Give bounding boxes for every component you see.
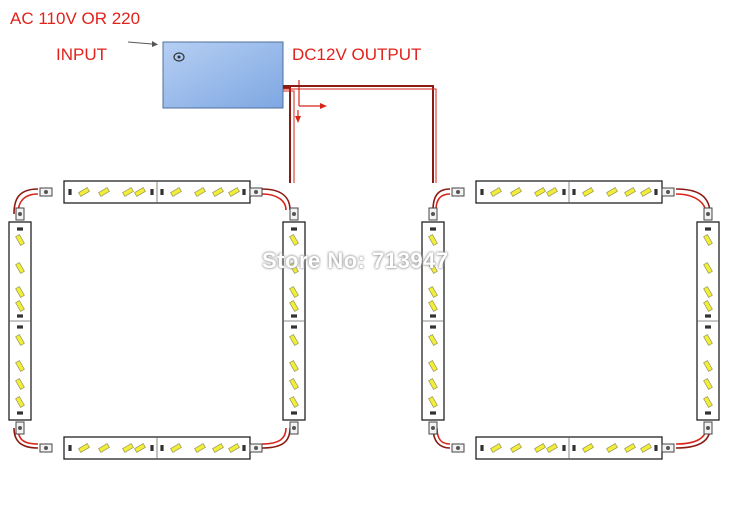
left-strip-loop <box>8 180 306 460</box>
strip-bottom-right <box>475 436 663 460</box>
ac-input-label: AC 110V OR 220 <box>10 9 141 28</box>
power-adapter <box>162 41 284 109</box>
strip-bottom-left <box>63 436 251 460</box>
input-label: INPUT <box>56 45 107 64</box>
strip-top-right <box>475 180 663 204</box>
strip-top-left <box>63 180 251 204</box>
input-arrow-icon <box>127 41 158 47</box>
dc-output-label: DC12V OUTPUT <box>292 45 422 64</box>
store-watermark: Store No: 713947 <box>262 248 449 273</box>
right-strip-loop <box>421 180 720 460</box>
corner-wires-left <box>13 188 291 449</box>
output-arrow-icon <box>295 80 327 123</box>
strip-left-left <box>8 221 32 421</box>
strip-right-left <box>282 221 306 421</box>
strip-left-right <box>421 221 445 421</box>
strip-right-right <box>696 221 720 421</box>
output-wires <box>283 85 437 183</box>
corner-wires-right <box>432 188 711 449</box>
